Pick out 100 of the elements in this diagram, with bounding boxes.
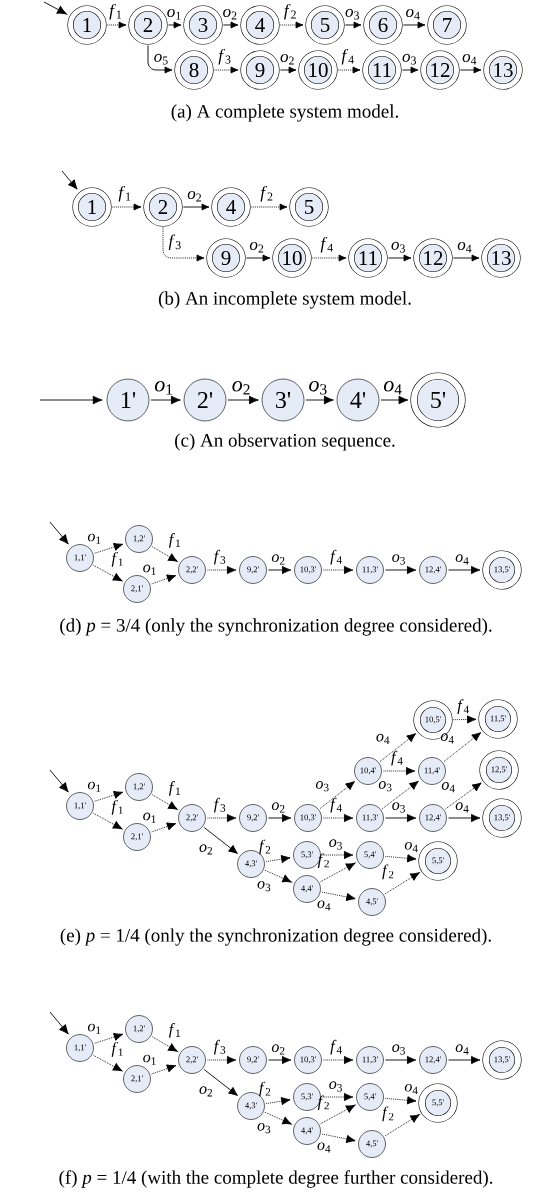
edge-label: o$_{1}$ — [143, 812, 156, 823]
edge-label: f$_{1}$ — [118, 185, 131, 202]
arrow — [384, 1114, 420, 1137]
edge-label: o$_{4}$ — [457, 241, 472, 253]
edge-label: o$_{3}$ — [257, 1122, 271, 1134]
caption: (c) An observation sequence. — [175, 433, 395, 451]
arrow — [344, 21, 362, 29]
arrow — [49, 521, 69, 545]
edge-label: o$_{3}$ — [257, 880, 271, 892]
arrow — [385, 565, 417, 575]
edge-label: o$_{4}$ — [462, 53, 477, 65]
edge-label: o$_{4}$ — [317, 900, 331, 911]
edge-label: f$_{1}$ — [168, 533, 180, 548]
arrow — [379, 733, 417, 762]
edge-label: o$_{4}$ — [455, 554, 469, 565]
arrow — [151, 574, 177, 585]
arrow — [151, 1036, 178, 1052]
edge-label: o$_{3}$ — [392, 802, 405, 813]
arrow — [150, 395, 181, 405]
edge-label: o$_{3}$ — [402, 53, 416, 65]
edge-label: o$_{1}$ — [167, 8, 181, 20]
edge-label: o$_{4}$ — [317, 1142, 331, 1153]
edge-label: f$_{1}$ — [111, 1042, 123, 1057]
edge-label: f$_{1}$ — [111, 552, 123, 567]
arrow — [250, 203, 288, 211]
arrow — [452, 254, 480, 262]
arrow — [94, 542, 124, 554]
edge-label: f$_{1}$ — [109, 3, 122, 20]
arrow — [207, 1055, 237, 1065]
arrow — [448, 813, 481, 823]
arrow — [49, 1011, 69, 1035]
edge-label: f$_{3}$ — [213, 1039, 226, 1055]
arrow — [385, 813, 417, 823]
arrow — [268, 1055, 292, 1065]
arrow — [311, 254, 347, 262]
arrow — [337, 66, 361, 74]
arrow — [94, 1032, 124, 1044]
arrow — [279, 66, 297, 74]
edge-label: f$_{1}$ — [111, 800, 123, 815]
arrow — [268, 813, 292, 823]
arrow — [93, 1054, 123, 1072]
edge-label: o$_{2}$ — [232, 381, 250, 395]
edge-label: o$_{3}$ — [345, 8, 359, 20]
edge-label: o$_{2}$ — [249, 241, 264, 253]
arrow — [321, 891, 356, 901]
edge-label: f$_{2}$ — [382, 1106, 394, 1122]
arrow — [203, 1069, 238, 1096]
edge-label: f$_{4}$ — [330, 797, 342, 813]
edge-label: o$_{2}$ — [271, 802, 285, 813]
edge-label: o$_{4}$ — [376, 733, 390, 744]
arrow — [43, 1, 67, 15]
edge-label: o$_{1}$ — [87, 533, 101, 544]
edge-label: o$_{1}$ — [143, 564, 156, 575]
arrow — [151, 794, 178, 810]
edge-label: f$_{3}$ — [168, 234, 181, 251]
arrow — [448, 1055, 481, 1065]
arrow — [323, 813, 354, 823]
arrow — [93, 812, 123, 830]
edge-label: o$_{1}$ — [87, 1023, 101, 1034]
arrow — [264, 869, 292, 883]
edge-label: o$_{2}$ — [199, 1086, 212, 1097]
edge-label: o$_{4}$ — [406, 8, 420, 20]
arrow — [147, 44, 173, 74]
arrow — [383, 766, 416, 776]
arrow — [203, 827, 238, 854]
arrow — [222, 21, 239, 29]
arrow — [320, 1104, 356, 1125]
edge-label: o$_{3}$ — [329, 1081, 342, 1092]
arrow — [207, 565, 237, 575]
edge-label: f$_{4}$ — [320, 236, 333, 253]
arrow — [384, 872, 420, 895]
arrow — [93, 564, 123, 582]
edge-label: o$_{4}$ — [383, 381, 402, 395]
edge-label: o$_{2}$ — [271, 1044, 285, 1055]
arrow — [443, 732, 482, 762]
arrow — [459, 66, 482, 74]
arrow — [385, 854, 417, 863]
arrow — [151, 822, 177, 833]
edge-label: o$_{4}$ — [455, 802, 469, 813]
arrow — [265, 855, 291, 864]
edge-label: f$_{1}$ — [168, 781, 180, 796]
arrow — [387, 254, 412, 262]
arrow — [213, 66, 239, 74]
edge-label: f$_{3}$ — [218, 48, 231, 65]
arrow — [94, 790, 124, 802]
edge-label: o$_{3}$ — [392, 554, 405, 565]
arrow — [111, 203, 142, 211]
edge-label: o$_{1}$ — [143, 1054, 156, 1065]
arrow — [452, 715, 477, 724]
arrow — [402, 21, 426, 29]
edge-label: f$_{4}$ — [341, 48, 354, 65]
arrow — [445, 782, 482, 810]
arrow — [321, 1133, 356, 1143]
edge-label: o$_{2}$ — [223, 8, 237, 20]
arrow — [385, 1055, 417, 1065]
edge-label: o$_{2}$ — [271, 554, 285, 565]
edge-label: o$_{5}$ — [154, 53, 168, 65]
arrow — [279, 21, 304, 29]
arrow — [39, 395, 103, 405]
edge-label: o$_{2}$ — [280, 53, 294, 65]
